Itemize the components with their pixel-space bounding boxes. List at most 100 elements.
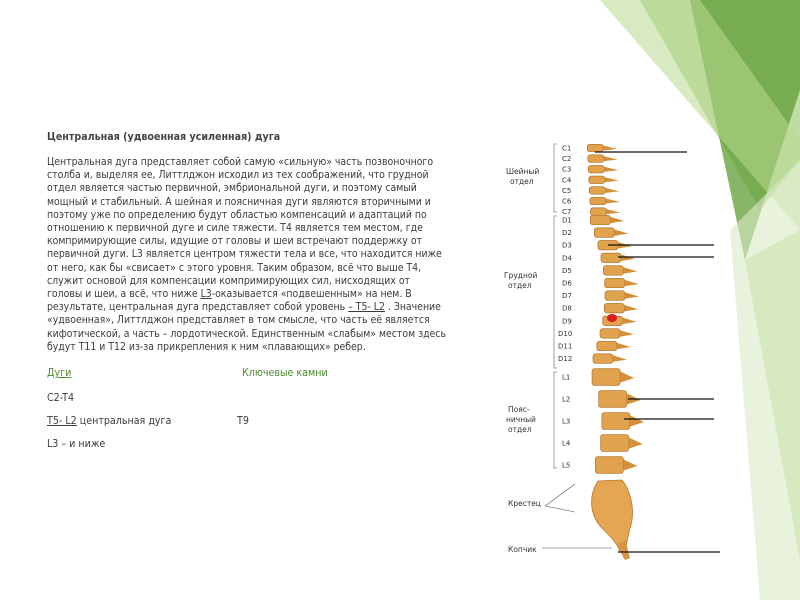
vertebra-c7 — [590, 207, 607, 216]
spinous-process-l1 — [620, 371, 635, 383]
spinous-process-d4 — [620, 254, 635, 261]
keystone-value: T9 — [237, 415, 249, 428]
group-brackets — [542, 143, 612, 549]
spinous-process-d2 — [614, 229, 629, 236]
spinous-process-l5 — [623, 459, 638, 471]
vertebra-l5 — [594, 456, 624, 474]
group-thoracic: Грудной — [504, 271, 537, 280]
vertebra-c2 — [587, 154, 605, 163]
arc-row-2: T5- L2 центральная дуга T9 — [47, 414, 447, 428]
spinous-process-c3 — [604, 166, 619, 172]
vertebra-label-c2: C2 — [562, 155, 571, 163]
group-cervical: Шейный — [506, 167, 539, 176]
vertebra-label-c1: C1 — [562, 145, 571, 153]
main-paragraph: Центральная дуга представляет собой саму… — [47, 156, 447, 354]
vertebra-c5 — [589, 186, 606, 195]
spinous-process-l4 — [628, 437, 643, 449]
vertebra-label-l2: L2 — [562, 396, 570, 404]
paragraph-part-2: -оказывается «подвешенным» на нем. В рез… — [47, 288, 412, 314]
group-sacrum: Крестец — [508, 499, 541, 508]
vertebra-d11 — [596, 340, 618, 352]
arcs-header: Дуги — [47, 367, 72, 380]
vertebra-labels: C1C2C3C4C5C6C7D1D2D3D4D5D6D7D8D9D10D11D1… — [558, 145, 572, 470]
spinous-process-c7 — [606, 209, 621, 215]
vertebra-label-d12: D12 — [558, 355, 572, 363]
spinous-process-l3 — [629, 415, 644, 427]
spinous-process-c5 — [605, 187, 620, 193]
level-lines — [595, 151, 720, 553]
vertebra-c4 — [588, 175, 606, 184]
arc-name: C2-T4 — [47, 392, 75, 405]
vertebra-label-c3: C3 — [562, 166, 571, 174]
slide-heading: Центральная (удвоенная усиленная) дуга — [47, 131, 281, 143]
coccyx-shape — [618, 540, 630, 560]
arc-row-1: C2-T4 — [47, 391, 447, 405]
vertebra-label-c7: C7 — [562, 208, 571, 216]
vertebra-label-l3: L3 — [562, 418, 570, 426]
spinous-process-d11 — [616, 342, 631, 350]
spinous-process-d12 — [612, 355, 627, 362]
group-cervical-2: отдел — [510, 177, 534, 186]
spinous-process-d5 — [623, 267, 638, 274]
vertebra-label-d6: D6 — [562, 280, 572, 288]
arcs-table-header: Дуги Ключевые камни — [47, 366, 447, 382]
vertebra-label-d2: D2 — [562, 229, 572, 237]
vertebra-label-l4: L4 — [562, 440, 571, 448]
arc-name: L3 – и ниже — [47, 438, 106, 451]
vertebra-label-d5: D5 — [562, 267, 572, 275]
vertebra-d8 — [603, 303, 625, 314]
spinous-process-d10 — [620, 330, 635, 337]
spine-body — [586, 143, 644, 474]
spinous-process-c2 — [603, 156, 618, 162]
vertebra-d10 — [599, 328, 621, 339]
group-lumbar-2: ничный — [506, 415, 536, 424]
vertebra-c3 — [587, 165, 605, 174]
group-lumbar-3: отдел — [508, 425, 532, 434]
spinous-process-c4 — [604, 177, 619, 183]
paragraph-part-3: . Значение «удвоенная», Литтлджон предст… — [47, 301, 446, 353]
vertebra-d1 — [589, 214, 611, 226]
vertebra-d6 — [604, 277, 625, 289]
vertebra-label-l1: L1 — [562, 374, 570, 382]
spinous-process-d7 — [624, 292, 639, 299]
paragraph-part-1: Центральная дуга представляет собой саму… — [47, 156, 442, 301]
vertebra-label-c4: C4 — [562, 176, 572, 184]
group-thoracic-2: отдел — [508, 281, 532, 290]
sacrum-shape — [591, 479, 633, 553]
keystones-header: Ключевые камни — [242, 367, 328, 380]
l3-link[interactable]: L3 — [200, 288, 212, 301]
vertebra-label-d9: D9 — [562, 317, 572, 325]
vertebra-label-l5: L5 — [562, 462, 570, 470]
vertebra-l4 — [600, 434, 629, 452]
spinous-process-d9 — [622, 317, 637, 324]
level-link[interactable]: – T5- L2 — [348, 301, 385, 314]
vertebra-c6 — [589, 196, 607, 206]
group-coccyx: Копчик — [508, 545, 537, 554]
spinous-process-c6 — [605, 198, 620, 204]
text-column: Центральная (удвоенная усиленная) дуга Ц… — [47, 130, 447, 451]
spinous-process-c1 — [603, 145, 618, 151]
vertebra-d2 — [593, 227, 615, 238]
vertebra-label-d10: D10 — [558, 330, 572, 338]
vertebra-d4 — [600, 252, 622, 263]
t9-marker — [607, 314, 617, 322]
vertebra-label-d3: D3 — [562, 242, 572, 250]
t5-l2-link[interactable]: T5- L2 — [47, 415, 77, 428]
spinous-process-d6 — [624, 279, 639, 287]
vertebra-label-d7: D7 — [562, 292, 572, 300]
vertebra-label-d4: D4 — [562, 254, 572, 262]
vertebra-d5 — [602, 265, 624, 276]
vertebra-l3 — [601, 412, 631, 430]
spinous-process-d1 — [610, 216, 625, 224]
group-lumbar: Пояс- — [508, 405, 530, 414]
spinous-process-d8 — [624, 305, 639, 312]
vertebra-label-c6: C6 — [562, 198, 572, 206]
vertebra-label-d11: D11 — [558, 343, 572, 351]
vertebra-d7 — [604, 290, 626, 301]
vertebra-label-d8: D8 — [562, 305, 572, 313]
vertebra-d12 — [592, 353, 614, 364]
arc-row-3: L3 – и ниже — [47, 437, 447, 451]
arc-name: T5- L2 центральная дуга — [47, 415, 172, 428]
